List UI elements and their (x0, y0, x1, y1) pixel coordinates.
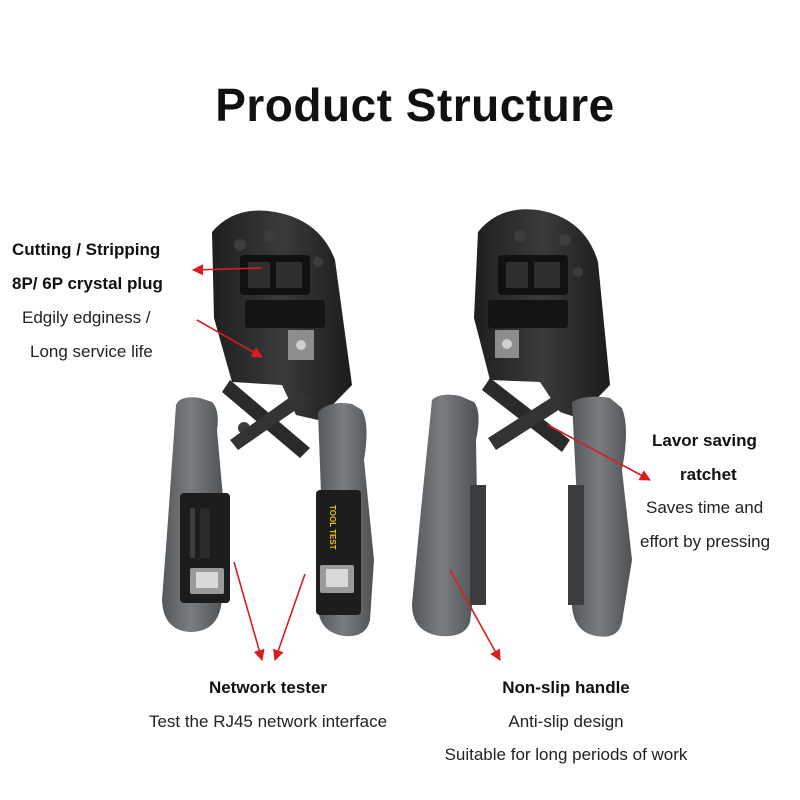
arrow-tester-a (233, 561, 265, 662)
tester-heading: Network tester (208, 678, 328, 697)
callout-arrows (191, 264, 651, 662)
arrow-tester-b (273, 573, 306, 662)
cutting-label-line3: Edgily edginess / (22, 308, 151, 327)
tester-module-label: TOOL TEST (328, 505, 337, 550)
handle-heading: Non-slip handle (502, 678, 630, 697)
crimper-tool-back (412, 209, 632, 637)
handle-description-1: Anti-slip design (508, 712, 624, 731)
grip-right-a (412, 394, 479, 637)
ratchet-label-line4: effort by pressing (640, 532, 771, 551)
cutting-label-line1: Cutting / Stripping (12, 240, 161, 259)
page-title: Product Structure (215, 79, 615, 131)
arrow-edge (196, 319, 263, 358)
grip-right-b (572, 396, 632, 637)
arrow-ratchet (547, 424, 651, 481)
ratchet-label-line2: ratchet (680, 465, 737, 484)
crimper-tool-front: TOOL TEST (162, 210, 374, 637)
cutting-label-line4: Long service life (30, 342, 153, 361)
tester-panel-right (316, 490, 361, 615)
tester-description: Test the RJ45 network interface (148, 712, 388, 731)
arrow-handle (449, 569, 501, 661)
ratchet-label-line1: Lavor saving (652, 431, 757, 450)
handle-description-2: Suitable for long periods of work (444, 745, 688, 764)
ratchet-label-line3: Saves time and (646, 498, 764, 517)
cutting-label-line2: 8P/ 6P crystal plug (12, 274, 163, 293)
arrow-cutting (191, 264, 263, 276)
